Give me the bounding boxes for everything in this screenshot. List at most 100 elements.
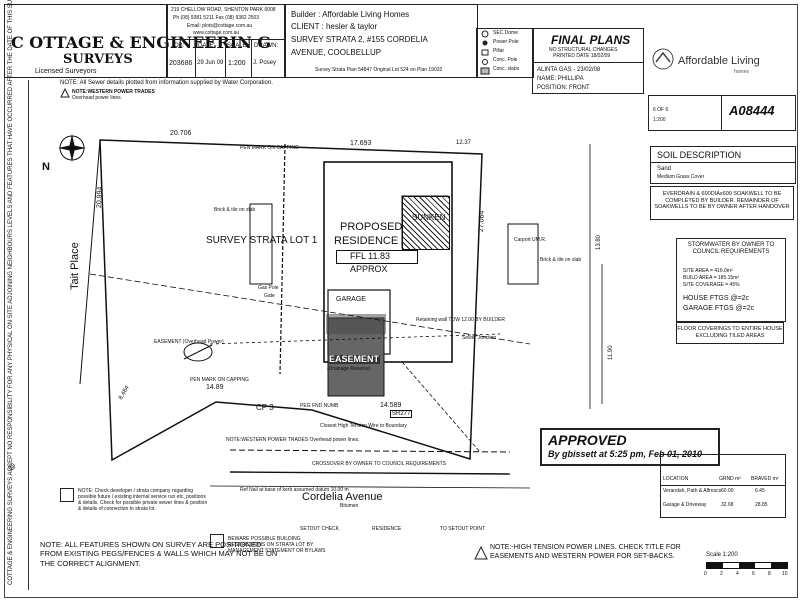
garage-footings: GARAGE FTGS @=2c bbox=[683, 305, 755, 312]
legend-box: SEC Dome Power Pole Pillar Conc. Pole Co… bbox=[476, 28, 534, 78]
sheet-info-box: A08444 6 OF 6 1:200 bbox=[648, 95, 796, 131]
soil-title: SOIL DESCRIPTION bbox=[657, 150, 742, 160]
surveyor-box: C OTTAGE & ENGINEERIN G SURVEYS Licensed… bbox=[4, 4, 271, 78]
site-note: Closest High Tension Wire to Boundary bbox=[320, 423, 407, 429]
approx-label: APPROX bbox=[350, 264, 388, 274]
date-value: 29 Jun 09 bbox=[197, 60, 224, 66]
stormwater-title: STORMWATER BY OWNER TO COUNCIL REQUIREME… bbox=[687, 242, 775, 256]
site-area: SITE AREA = 416.0m² bbox=[683, 268, 733, 274]
sheet-code: A08444 bbox=[729, 103, 775, 118]
ffl-box bbox=[336, 250, 418, 264]
scale-tick: 6 bbox=[752, 571, 755, 577]
overhead-note: Overhead power lines. bbox=[72, 95, 123, 101]
build-area: BUILD AREA = 185.15m² bbox=[683, 275, 740, 281]
legend-item: Conc. Pole bbox=[493, 57, 518, 63]
ffl-label: FFL 11.83 bbox=[350, 251, 391, 261]
dim-label: 14.89 bbox=[206, 384, 224, 391]
stormwater-box: STORMWATER BY OWNER TO COUNCIL REQUIREME… bbox=[676, 238, 786, 322]
dim-label: 27.064 bbox=[478, 210, 486, 233]
area-row-braved: 28.85 bbox=[755, 502, 768, 508]
job-label: JOB: bbox=[171, 43, 185, 49]
company-surveys: SURVEYS bbox=[63, 52, 133, 67]
final-plans-sub1: NO STRUCTURAL CHANGES bbox=[549, 47, 618, 53]
residence-label: RESIDENCE bbox=[334, 235, 399, 247]
site-address-2: AVENUE, COOLBELLUP bbox=[291, 48, 382, 57]
street-name: Cordelia Avenue bbox=[302, 491, 383, 503]
easement-note: (Drainage Reserve) bbox=[327, 366, 371, 372]
scale-tick: 0 bbox=[704, 571, 707, 577]
site-note: CROSSOVER BY OWNER TO COUNCIL REQUIREMEN… bbox=[312, 461, 447, 467]
soil-box: SOIL DESCRIPTION Sand Medium Grass Cover bbox=[650, 146, 796, 184]
site-note: Brick & tile on slab bbox=[540, 257, 582, 263]
setout-point: TO SETOUT POINT bbox=[440, 526, 486, 532]
legend-item: Pillar bbox=[493, 48, 505, 54]
job-value: 203686 bbox=[169, 60, 193, 67]
site-note: EASEMENT (Overhead Power) bbox=[154, 339, 224, 345]
brand-name: Affordable Living bbox=[678, 55, 760, 67]
site-note: Gate bbox=[264, 293, 275, 299]
street-surface: Bitumen bbox=[340, 503, 359, 509]
dim-label: 20.706 bbox=[170, 130, 192, 137]
area-row-ground: 32.68 bbox=[721, 502, 734, 508]
scale-label: SCALE: bbox=[227, 43, 249, 49]
soil-cover: Medium Grass Cover bbox=[657, 174, 705, 180]
scale-bar-label: Scale 1:200 bbox=[706, 552, 738, 558]
everdrain-note: EVERDRAIN & 600DIAx600 SOAKWELL TO BE CO… bbox=[650, 186, 794, 220]
company-name: C OTTAGE & ENGINEERIN G bbox=[11, 33, 272, 52]
scale-tick: 2 bbox=[720, 571, 723, 577]
lot-label: SURVEY STRATA LOT 1 bbox=[206, 235, 318, 246]
client-name: CLIENT : hesler & taylor bbox=[291, 22, 378, 31]
area-table: LOCATION GRND m² BRAVED m² Verandah, Pat… bbox=[660, 454, 786, 518]
brand-logo-icon bbox=[652, 48, 674, 70]
dim-label: 20.994 bbox=[96, 186, 104, 209]
house-footings: HOUSE FTGS @=2c bbox=[683, 295, 750, 302]
western-power-note: NOTE:WESTERN POWER TRADES bbox=[72, 89, 155, 95]
site-note: Gas Pole bbox=[258, 285, 279, 291]
high-tension-note: NOTE:-HIGH TENSION POWER LINES. CHECK TI… bbox=[490, 544, 681, 560]
setout-check: SETOUT CHECK bbox=[300, 526, 339, 532]
setout-residence: RESIDENCE bbox=[372, 526, 402, 532]
developer-note: NOTE: Check developer / strata company r… bbox=[78, 488, 208, 512]
approved-title: APPROVED bbox=[548, 432, 627, 448]
contact-box: 219 CHELLOW ROAD, SHENTON PARK 6008 Ph (… bbox=[166, 4, 286, 78]
site-note: Carport UM.R. bbox=[514, 237, 547, 243]
site-note: PEN MARK ON CAPPING bbox=[240, 145, 299, 151]
builder-name: Builder : Affordable Living Homes bbox=[291, 10, 410, 19]
sunken-area bbox=[402, 196, 450, 250]
brand-sub: homes bbox=[734, 69, 750, 75]
scale-tick: 4 bbox=[736, 571, 739, 577]
beware-note: BEWARE POSSIBLE BUILDING RESTRICTIONS ON… bbox=[228, 536, 326, 554]
legend-item: Conc. slabs bbox=[493, 66, 520, 72]
scale-bar bbox=[706, 562, 788, 569]
proposed-label: PROPOSED bbox=[340, 221, 403, 233]
site-note: PEG FND NUMB bbox=[300, 403, 339, 409]
all-features-note: NOTE: ALL FEATURES SHOWN ON SURVEY ARE P… bbox=[40, 540, 278, 568]
site-plan bbox=[58, 134, 603, 489]
dim-label: 14.589 bbox=[380, 402, 402, 409]
sheet-number: 6 OF 6 bbox=[653, 107, 669, 113]
scale-value: 1:200 bbox=[228, 60, 246, 67]
warning-icon bbox=[60, 88, 70, 98]
dim-label: 12.37 bbox=[456, 140, 472, 146]
area-header-braved: BRAVED m² bbox=[751, 476, 779, 482]
dim-label: 13.80 bbox=[596, 234, 602, 250]
final-plans-sub2: PRINTED DATE 18/02/09 bbox=[553, 53, 611, 59]
sheet-scale: 1:200 bbox=[653, 117, 666, 123]
high-tension-warning-icon bbox=[474, 546, 488, 560]
sewer-note: NOTE: All Sewer details plotted from inf… bbox=[60, 80, 273, 86]
site-note: Ref Nail at base of kerb assumed datum 1… bbox=[240, 487, 349, 493]
site-note: CP 3 bbox=[256, 403, 274, 412]
area-row-label: Garage & Driveway bbox=[663, 502, 707, 508]
alinta-gas: ALINTA GAS - 23/02/08 bbox=[537, 67, 601, 73]
site-address-1: SURVEY STRATA 2, #155 CORDELIA bbox=[291, 35, 428, 44]
garage-label: GARAGE bbox=[336, 296, 366, 303]
approved-by: By gbissett at 5:25 pm, Feb 01, 2010 bbox=[548, 449, 703, 459]
gas-position: POSITION: FRONT bbox=[537, 85, 590, 91]
floor-covering-note: FLOOR COVERINGS TO ENTIRE HOUSE EXCLUDIN… bbox=[676, 322, 784, 344]
site-note: PEN MARK ON CAPPING bbox=[190, 377, 249, 383]
legend-item: Power Pole bbox=[493, 39, 519, 45]
disclaimer-text: COTTAGE & ENGINEERING SURVEYS ACCEPT NO … bbox=[8, 0, 14, 585]
builder-box: Builder : Affordable Living Homes CLIENT… bbox=[284, 4, 478, 78]
licensed-surveyors: Licensed Surveyors bbox=[35, 68, 97, 75]
easement-label: EASEMENT bbox=[328, 354, 381, 364]
